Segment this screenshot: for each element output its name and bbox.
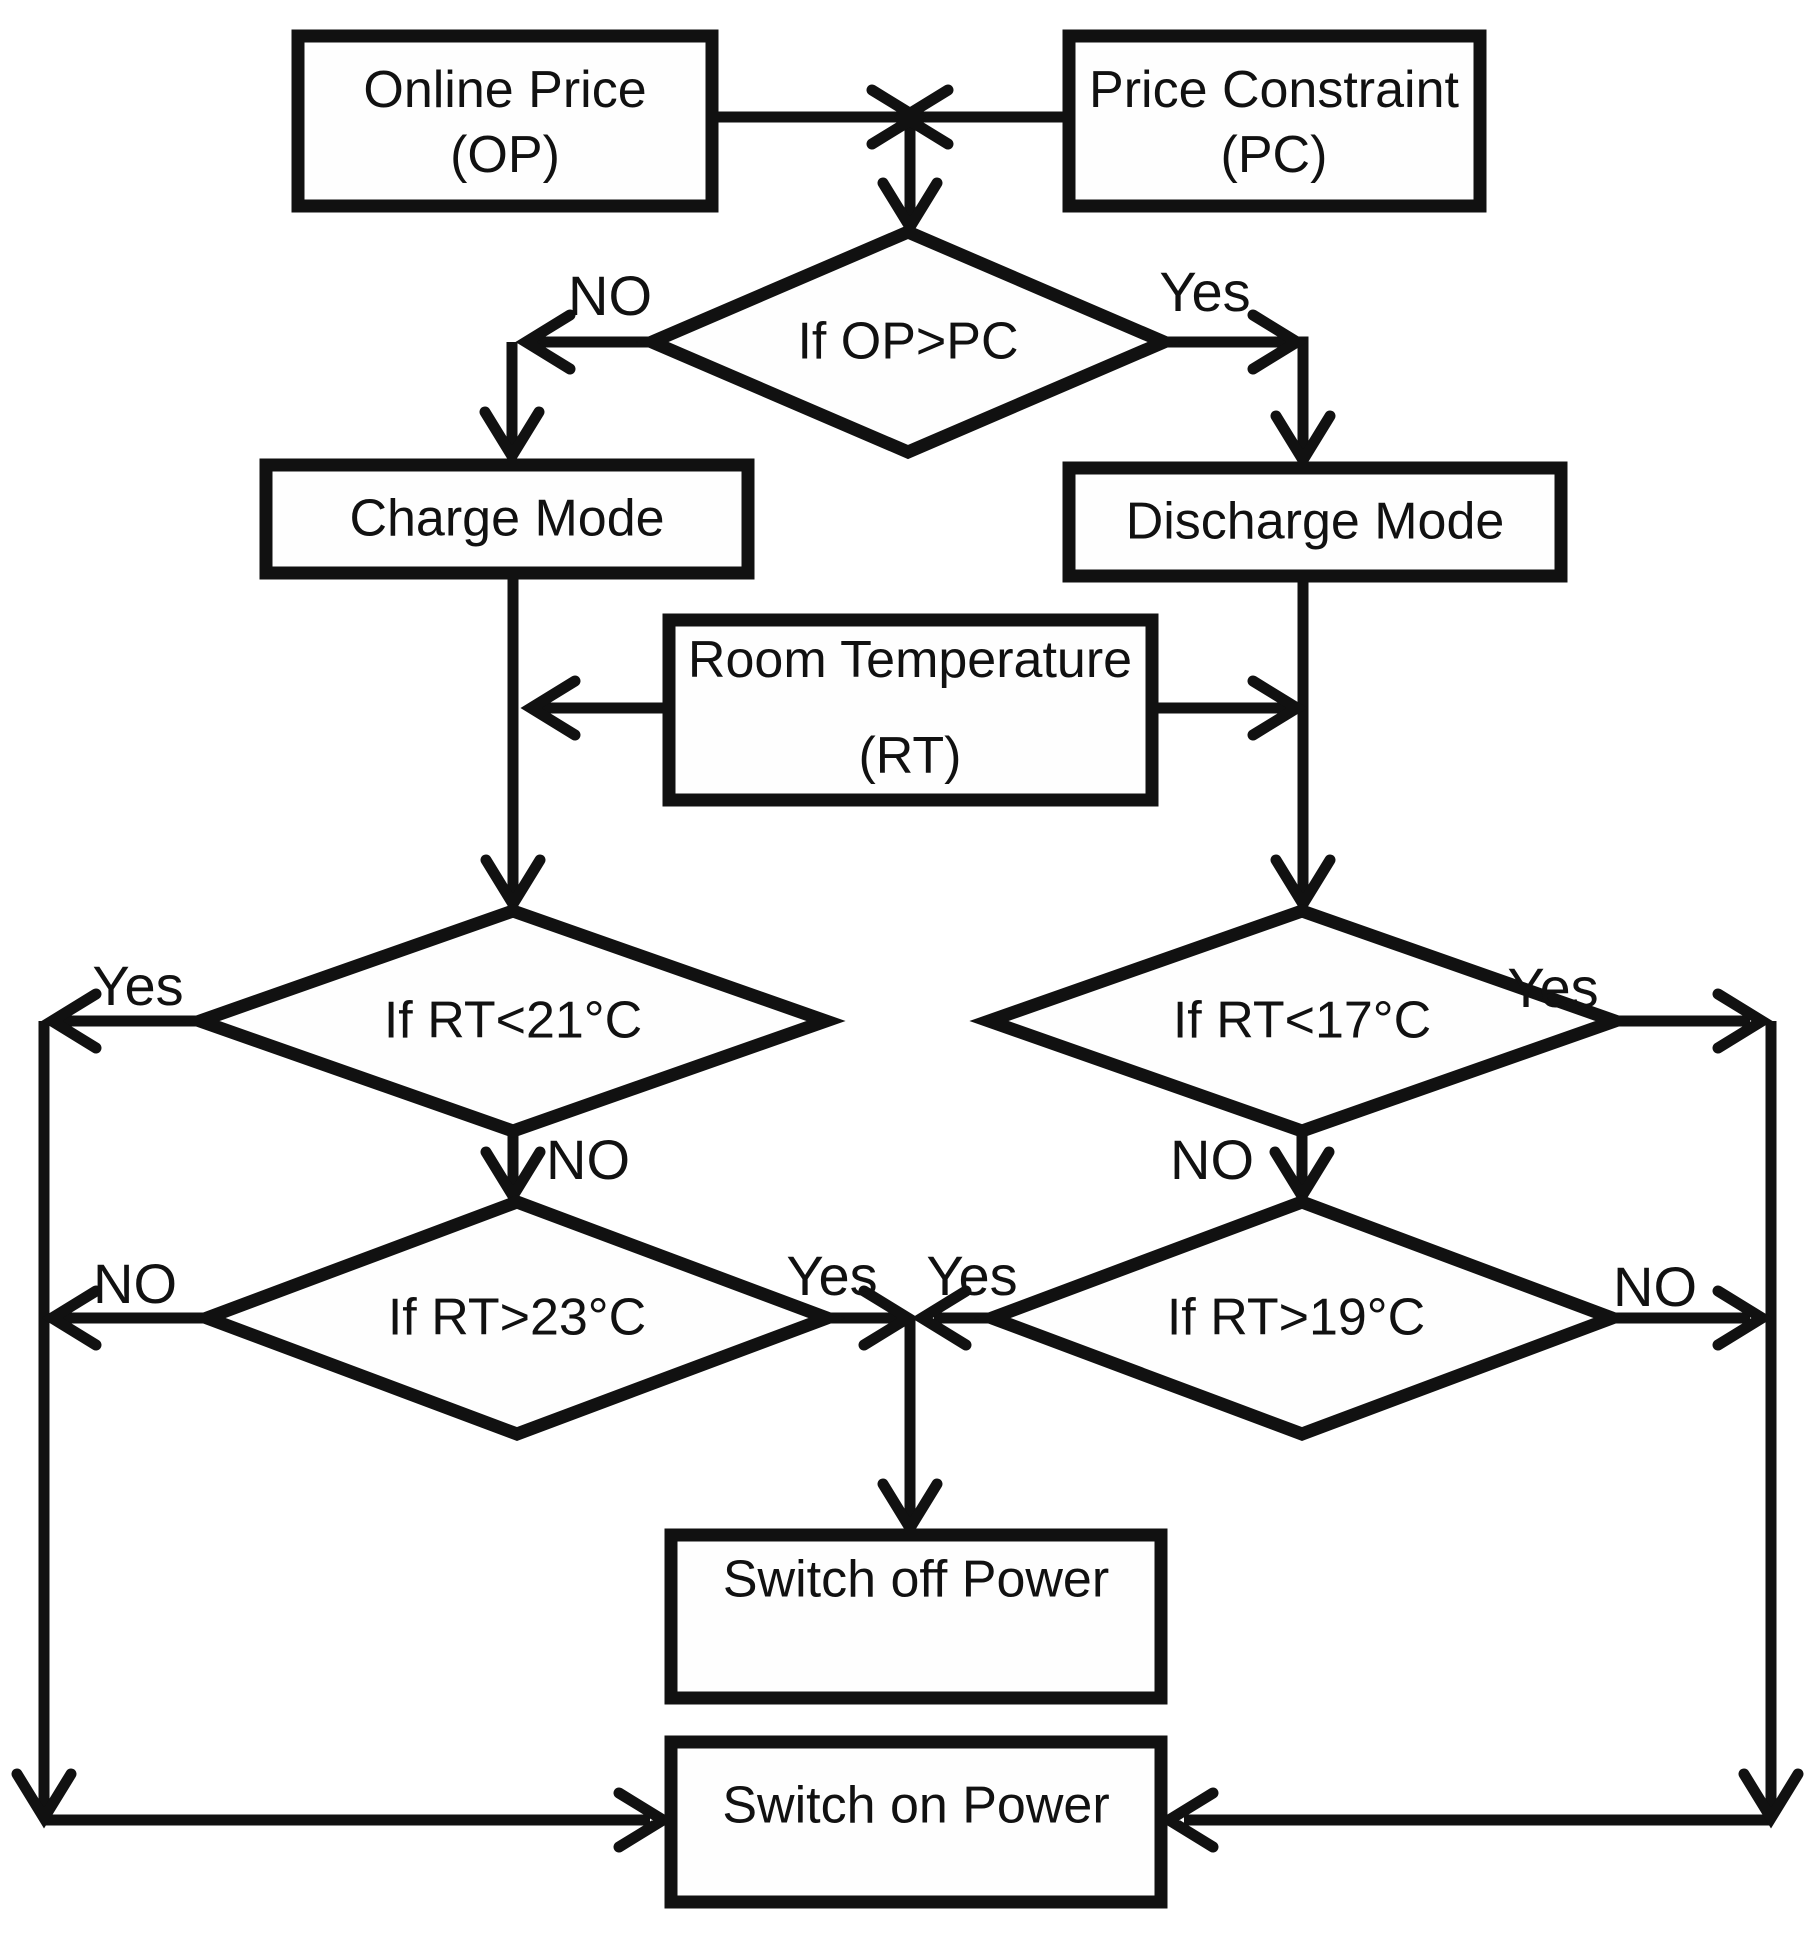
decision-op-gt-pc-diamond [635,224,1181,460]
node-discharge-mode-box [1062,461,1568,583]
node-switch-off-power-label: Switch off Power [722,1550,1110,1609]
edge-label-op-pc-no: NO [568,264,652,327]
node-discharge-mode-label: Discharge Mode [1125,492,1505,551]
edge-label-rt17-no: NO [1170,1128,1254,1191]
node-price-constraint-box [1062,29,1487,213]
node-online-price-line1: Online Price [363,61,647,119]
decision-rt-lt-17-diamond [969,904,1635,1138]
decision-rt-gt-19-label: If RT>19°C [1166,1288,1426,1347]
node-charge-mode-box [259,458,755,580]
edge-label-rt23-yes: Yes [786,1244,878,1307]
decision-rt-gt-23-label: If RT>23°C [387,1288,647,1347]
node-charge-mode-label: Charge Mode [349,489,665,548]
node-price-constraint-label: Price Constraint (PC) [1089,58,1459,188]
node-switch-on-power-box [664,1735,1168,1909]
decision-rt-lt-17-label: If RT<17°C [1172,991,1432,1050]
edge-label-op-pc-yes: Yes [1159,260,1251,323]
decision-rt-gt-23-diamond [188,1195,846,1441]
node-room-temperature-box [662,613,1159,807]
decision-rt-lt-21-diamond [180,904,846,1138]
edge-label-rt23-no: NO [93,1252,177,1315]
edge-label-rt19-no: NO [1613,1255,1697,1318]
node-price-constraint-line2: (PC) [1220,126,1328,184]
node-online-price-label: Online Price (OP) [363,58,646,188]
node-switch-on-power-label: Switch on Power [722,1776,1110,1835]
node-room-temperature-line2: (RT) [858,727,962,785]
edge-label-rt21-no: NO [546,1128,630,1191]
node-room-temperature-line1: Room Temperature [687,630,1133,689]
decision-rt-gt-19-diamond [973,1195,1631,1441]
node-price-constraint-line1: Price Constraint [1089,61,1459,119]
node-online-price-line2: (OP) [450,126,560,184]
edge-label-rt19-yes: Yes [926,1244,1018,1307]
node-room-temperature-label: Room Temperature (RT) [688,612,1132,804]
edge-label-rt17-yes: Yes [1507,956,1599,1019]
edge-label-rt21-yes: Yes [92,954,184,1017]
node-online-price-box [291,29,719,213]
node-switch-off-power-box [664,1528,1168,1705]
decision-rt-lt-21-label: If RT<21°C [383,991,643,1050]
decision-op-gt-pc-label: If OP>PC [797,312,1019,371]
